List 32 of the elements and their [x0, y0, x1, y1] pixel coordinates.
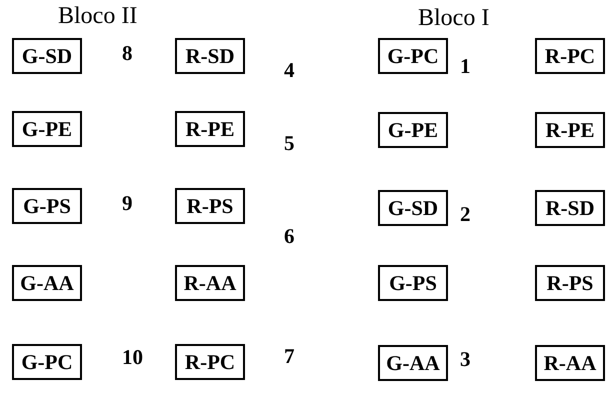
number-label: 7 [284, 346, 294, 367]
label-box: G-PS [12, 188, 82, 224]
label-box: R-PE [175, 111, 245, 147]
block-title: Bloco II [58, 4, 138, 28]
number-label: 9 [122, 193, 132, 214]
label-box: G-AA [12, 265, 82, 301]
label-box: G-PC [12, 344, 82, 380]
label-box: R-AA [535, 345, 605, 381]
label-box: R-SD [175, 38, 245, 74]
label-box: R-AA [175, 265, 245, 301]
label-box: R-PS [175, 188, 245, 224]
label-box: G-PE [378, 112, 448, 148]
label-box: G-AA [378, 345, 448, 381]
label-box: R-PC [175, 344, 245, 380]
label-box: R-PE [535, 112, 605, 148]
label-box: G-PS [378, 265, 448, 301]
number-label: 5 [284, 133, 294, 154]
number-label: 1 [460, 56, 470, 77]
label-box: G-SD [12, 38, 82, 74]
label-box: G-PC [378, 38, 448, 74]
number-label: 4 [284, 60, 294, 81]
number-label: 3 [460, 349, 470, 370]
number-label: 10 [122, 347, 143, 368]
label-box: R-PS [535, 265, 605, 301]
block-title: Bloco I [418, 6, 490, 30]
label-box: R-SD [535, 190, 605, 226]
label-box: G-PE [12, 111, 82, 147]
label-box: R-PC [535, 38, 605, 74]
number-label: 8 [122, 43, 132, 64]
number-label: 2 [460, 204, 470, 225]
label-box: G-SD [378, 190, 448, 226]
number-label: 6 [284, 226, 294, 247]
